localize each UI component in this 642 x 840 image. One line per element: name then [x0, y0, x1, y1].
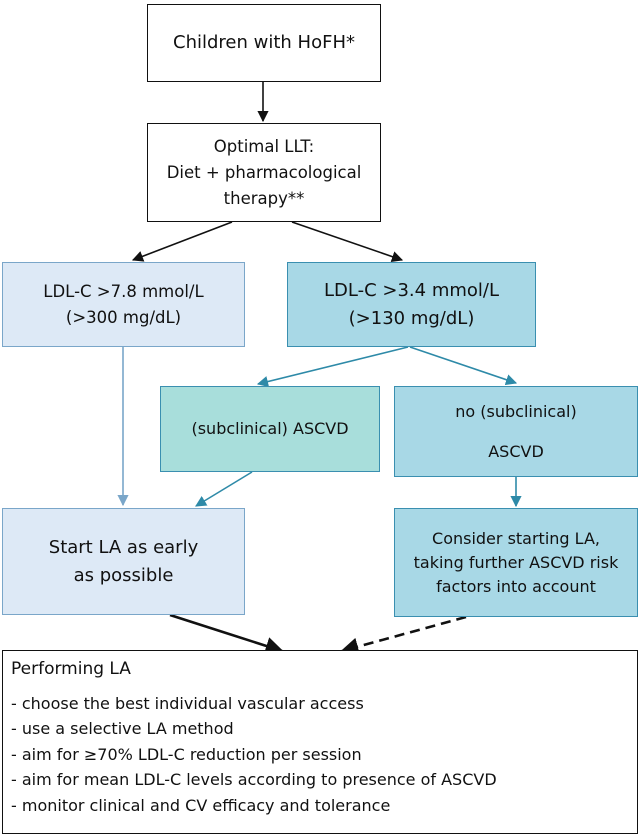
arrow-ldl-moderate-to-ascvd [256, 346, 409, 388]
optimal-llt-box: Optimal LLT: Diet + pharmacological ther… [147, 123, 381, 222]
no-ascvd-line-2: ASCVD [488, 441, 544, 461]
consider-la-box: Consider starting LA, taking further ASC… [394, 508, 638, 617]
performing-la-box: Performing LA - choose the best individu… [2, 650, 638, 834]
no-ascvd-line-1: no (subclinical) [455, 401, 577, 421]
children-hofh-label: Children with HoFH* [173, 32, 355, 53]
start-la-line-1: Start LA as early [48, 536, 199, 558]
ldl-high-line-2: (>300 mg/dL) [65, 307, 182, 327]
arrow-llt-to-ldl-high [131, 221, 233, 262]
performing-la-item: - use a selective LA method [11, 719, 234, 738]
optimal-llt-line-3: therapy** [223, 188, 305, 208]
children-hofh-box: Children with HoFH* [147, 4, 381, 82]
no-ascvd-box: no (subclinical) ASCVD [394, 386, 638, 477]
consider-la-line-1: Consider starting LA, [432, 528, 600, 548]
ldl-high-line-1: LDL-C >7.8 mmol/L [43, 281, 204, 301]
start-la-box: Start LA as early as possible [2, 508, 245, 615]
ldl-moderate-box: LDL-C >3.4 mmol/L (>130 mg/dL) [287, 262, 536, 347]
performing-la-item: - choose the best individual vascular ac… [11, 693, 364, 713]
arrow-llt-to-ldl-moderate [291, 221, 404, 263]
consider-la-line-2: taking further ASCVD risk [413, 552, 619, 572]
arrow-ldl-moderate-to-no-ascvd [409, 346, 518, 386]
consider-la-line-3: factors into account [436, 576, 596, 596]
optimal-llt-line-2: Diet + pharmacological [166, 162, 362, 182]
performing-la-item: - monitor clinical and CV efficacy and t… [11, 795, 391, 815]
performing-la-title: Performing LA [11, 659, 131, 679]
arrow-ascvd-to-start-la [195, 471, 253, 507]
ascvd-label: (subclinical) ASCVD [191, 419, 349, 438]
performing-la-item: - aim for mean LDL-C levels according to… [11, 770, 497, 789]
arrow-start-la-to-performing [169, 613, 284, 655]
optimal-llt-line-1: Optimal LLT: [213, 136, 315, 156]
performing-la-item: - aim for ≥70% LDL-C reduction per sessi… [11, 744, 362, 764]
ldl-moderate-line-1: LDL-C >3.4 mmol/L [324, 279, 499, 301]
start-la-line-2: as possible [73, 564, 174, 586]
ldl-moderate-line-2: (>130 mg/dL) [348, 307, 475, 329]
ldl-high-box: LDL-C >7.8 mmol/L (>300 mg/dL) [2, 262, 245, 347]
ascvd-box: (subclinical) ASCVD [160, 386, 380, 472]
arrow-consider-la-to-performing [340, 615, 467, 656]
